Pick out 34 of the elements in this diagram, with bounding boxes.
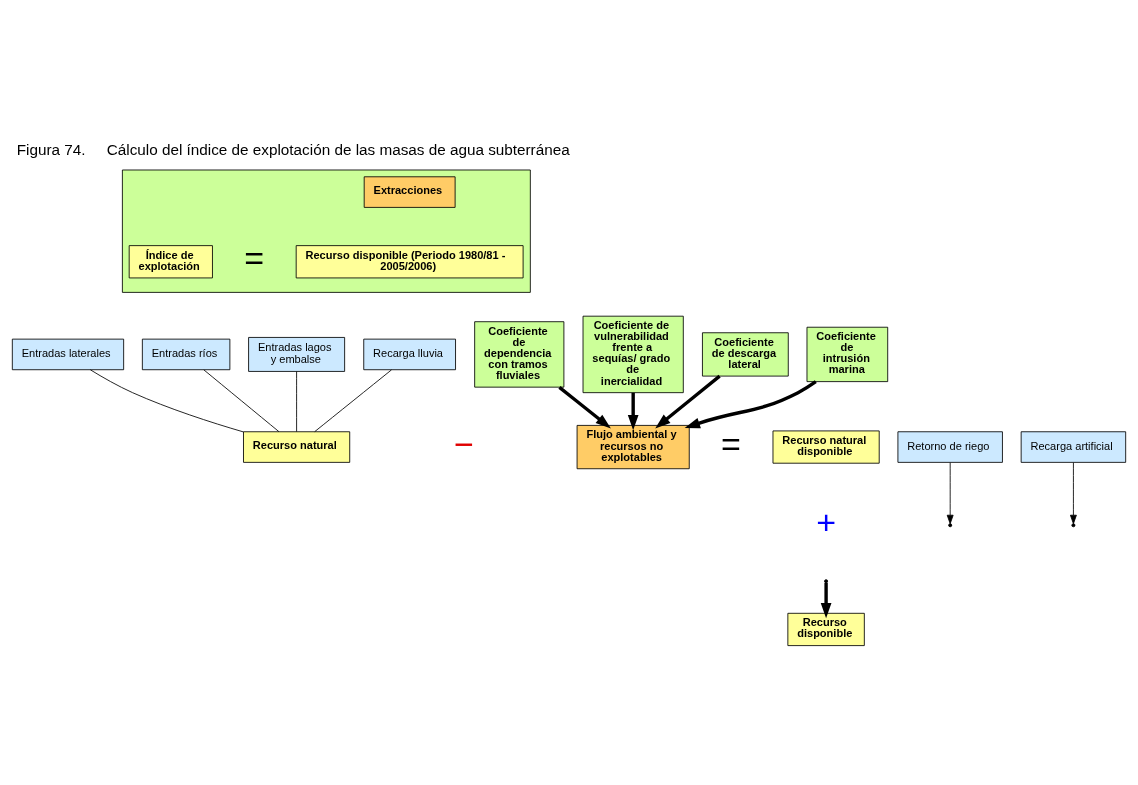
diagram-title: Figura 74. Cálculo del índice de explotación de las masas de agua subterránea <box>16 141 570 159</box>
node-box: Flujo ambiental y recursos no explotables <box>576 424 690 470</box>
arrow <box>946 462 954 525</box>
node-box: Recarga artificial <box>1020 431 1127 463</box>
arrow <box>558 386 611 429</box>
connector <box>89 369 244 433</box>
label: − <box>454 424 474 463</box>
node-box: Coeficiente de descarga lateral <box>702 332 789 377</box>
arrow <box>1070 462 1077 525</box>
node-box: Coeficiente de vulnerabilidad frente a sequías/ grado de inercialidad <box>582 315 684 394</box>
cluster <box>121 169 531 293</box>
node-box: Entradas laterales <box>11 338 125 371</box>
arrow <box>820 582 832 619</box>
node-box: Entradas lagos y embalse <box>248 337 346 372</box>
arrow <box>684 380 817 429</box>
node-box: Recurso disponible <box>787 612 865 647</box>
connector <box>296 371 298 433</box>
arrow <box>627 392 639 431</box>
node-box: Recurso natural disponible <box>772 430 880 464</box>
label: = <box>720 424 741 463</box>
node-box: Recarga lluvia <box>363 338 456 371</box>
label: = <box>244 239 265 278</box>
connector <box>314 369 392 433</box>
node-box: Índice de explotación <box>128 245 213 279</box>
node-box: Entradas ríos <box>141 338 231 371</box>
node-box: Coeficiente de intrusión marina <box>806 326 889 383</box>
node-box: Recurso natural <box>243 431 351 463</box>
arrow <box>655 374 721 429</box>
node-box: Recurso disponible (Periodo 1980/81 - 2005/2006) <box>295 245 524 279</box>
node-box: Extracciones <box>363 176 456 208</box>
connector <box>203 369 280 433</box>
node-box: Coeficiente de dependencia con tramos fluviales <box>474 321 565 388</box>
node-box: Retorno de riego <box>897 431 1003 463</box>
label: + <box>816 502 837 541</box>
